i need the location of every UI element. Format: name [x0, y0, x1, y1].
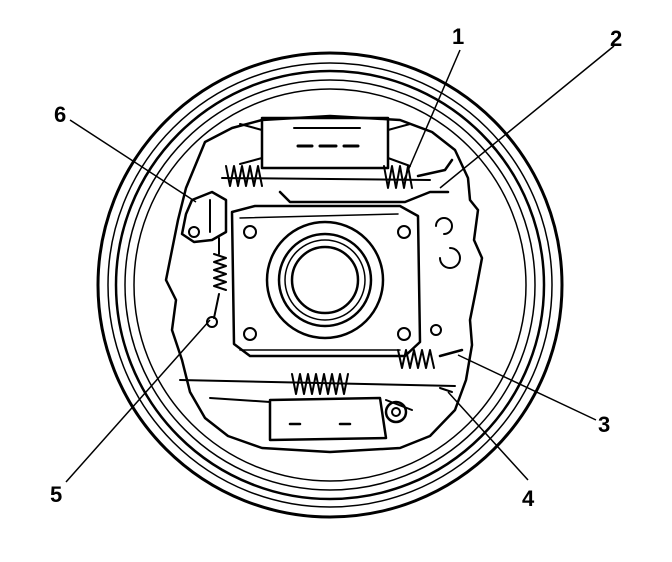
hub-mounting-plate [230, 204, 422, 358]
callout-2: 2 [610, 26, 622, 51]
callout-6: 6 [54, 102, 66, 127]
parking-brake-lever [180, 190, 228, 244]
backing-plate-rings [96, 51, 564, 519]
leader-line-1 [403, 49, 461, 181]
leader-line-3 [457, 354, 597, 421]
upper-return-spring [221, 158, 454, 189]
right-side-hardware [430, 217, 461, 336]
lower-anchor-block [209, 396, 413, 442]
hold-down-spring [206, 237, 227, 328]
leader-line-6 [69, 119, 197, 203]
wheel-cylinder [239, 116, 411, 170]
callout-4: 4 [522, 486, 535, 511]
lower-springs [179, 348, 464, 395]
callout-3: 3 [598, 412, 610, 437]
leader-line-5 [65, 319, 211, 483]
hub-bore [265, 220, 385, 340]
callout-5: 5 [50, 482, 62, 507]
leader-line-4 [447, 391, 529, 481]
adjuster-strut [278, 190, 450, 204]
callout-1: 1 [452, 24, 464, 49]
leader-line-2 [439, 45, 615, 189]
backing-plate [164, 114, 484, 454]
leader-lines [65, 45, 615, 483]
